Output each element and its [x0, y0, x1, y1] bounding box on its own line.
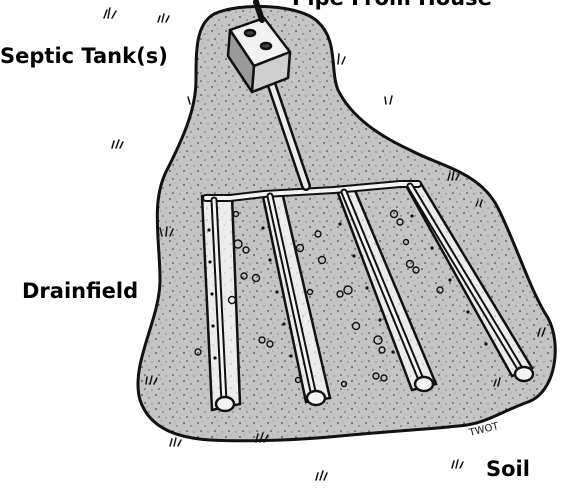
drainfield-label: Drainfield — [22, 281, 138, 302]
pipe-from-house-label: Pipe From House — [292, 0, 492, 9]
septic-tank-label: Septic Tank(s) — [0, 46, 168, 67]
soil-label: Soil — [486, 459, 530, 480]
soil-area — [138, 6, 555, 440]
